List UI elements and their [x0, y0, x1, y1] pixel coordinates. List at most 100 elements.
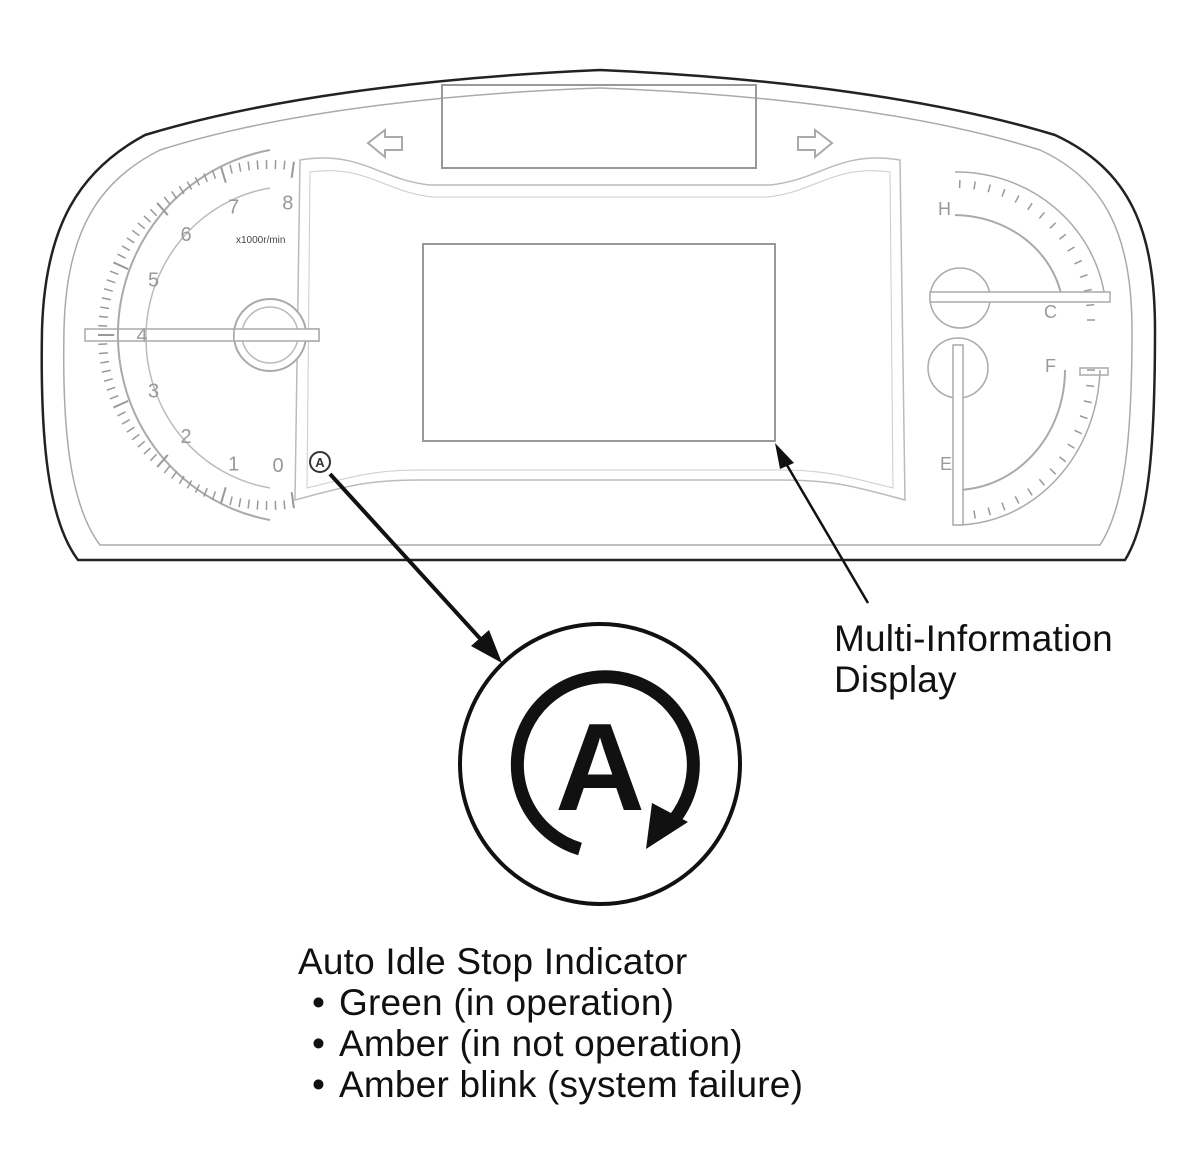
- gauge-tick: [220, 166, 227, 184]
- gauge-tick: [186, 181, 193, 190]
- gauge-tick: [109, 270, 119, 276]
- indicator-title: Auto Idle Stop Indicator: [298, 941, 688, 982]
- temperature-gauge: H C: [929, 171, 1111, 329]
- gauge-tick: [163, 196, 171, 205]
- svg-text:A: A: [315, 455, 325, 470]
- indicator-state-item: Green (in operation): [312, 982, 918, 1023]
- gauge-tick: [117, 411, 126, 417]
- gauge-tick: [238, 498, 242, 508]
- gauge-tick: [178, 185, 185, 195]
- temp-cold-label: C: [1044, 302, 1057, 322]
- indicator-leader-arrowhead: [471, 630, 502, 663]
- gauge-tick: [100, 306, 110, 310]
- gauge-tick: [101, 297, 111, 301]
- gauge-tick: [194, 484, 201, 494]
- tach-number: 7: [228, 197, 239, 219]
- indicator-state-item: Amber blink (system failure): [312, 1064, 918, 1105]
- gauge-tick: [178, 475, 185, 485]
- gauge-tick: [1079, 274, 1088, 279]
- gauge-tick: [211, 491, 217, 501]
- fuel-empty-label: E: [940, 454, 952, 474]
- gauge-tick: [1067, 246, 1075, 252]
- gauge-tick: [100, 360, 110, 364]
- tach-number: 6: [180, 224, 191, 246]
- tach-number: 2: [180, 426, 191, 448]
- tach-ticks: [98, 160, 295, 510]
- fuel-outer-arc: [954, 369, 1101, 526]
- gauge-tick: [149, 208, 158, 217]
- gauge-tick: [1058, 456, 1067, 463]
- center-panel-outline: [294, 157, 906, 501]
- gauge-tick: [143, 447, 152, 455]
- right-turn-signal-icon: [797, 127, 834, 160]
- gauge-tick: [1014, 496, 1020, 504]
- gauge-tick: [220, 486, 227, 504]
- gauge-tick: [1027, 488, 1033, 496]
- tach-unit-label: x1000r/min: [236, 235, 285, 246]
- gauge-tick: [1049, 468, 1057, 475]
- gauge-tick: [1038, 211, 1046, 219]
- tach-outer-arc: [116, 149, 271, 521]
- mid-label-line2: Display: [834, 659, 957, 700]
- indicator-leader-arrow: [328, 472, 498, 658]
- gauge-tick: [203, 487, 208, 497]
- temp-ticks: [958, 180, 1095, 321]
- left-turn-signal-icon: [366, 127, 403, 160]
- gauge-tick: [103, 378, 113, 382]
- gauge-tick: [163, 465, 171, 474]
- indicator-arc-icon: [510, 670, 700, 856]
- gauge-tick: [186, 480, 193, 489]
- gauge-tick: [987, 184, 991, 193]
- gauge-tick: [113, 399, 129, 409]
- gauge-tick: [103, 288, 113, 292]
- tach-number: 0: [272, 455, 283, 477]
- tach-number: 1: [228, 453, 239, 475]
- gauge-tick: [143, 215, 152, 223]
- gauge-tick: [137, 440, 146, 448]
- gauge-tick: [101, 369, 111, 373]
- gauge-tick: [171, 470, 178, 479]
- gauge-tick: [1014, 195, 1020, 203]
- fuel-gauge: F E: [927, 337, 1109, 526]
- gauge-tick: [283, 160, 286, 170]
- gauge-tick: [1001, 502, 1006, 511]
- multi-information-display: [422, 243, 776, 442]
- fuel-needle: [952, 344, 964, 526]
- gauge-tick: [1083, 400, 1092, 404]
- gauge-tick: [283, 500, 286, 510]
- fuel-full-label: F: [1045, 356, 1056, 376]
- gauge-tick: [1038, 478, 1046, 486]
- tach-inner-arc: [145, 187, 271, 489]
- gauge-tick: [987, 507, 991, 516]
- fuel-ticks: [958, 369, 1095, 520]
- gauge-tick: [109, 394, 119, 400]
- gauge-tick: [1027, 202, 1033, 211]
- gauge-tick: [229, 164, 233, 174]
- gauge-tick: [256, 500, 259, 510]
- gauge-tick: [156, 202, 169, 216]
- gauge-tick: [973, 181, 976, 190]
- tach-number: 5: [148, 269, 159, 291]
- gauge-tick: [131, 229, 140, 237]
- gauge-tick: [290, 492, 295, 509]
- gauge-tick: [194, 176, 201, 186]
- gauge-tick: [126, 237, 135, 244]
- mid-leader-arrowhead: [775, 443, 794, 469]
- gauge-tick: [1049, 222, 1057, 229]
- gauge-tick: [247, 161, 250, 171]
- cluster-bezel-inner: [62, 87, 1133, 546]
- auto-idle-stop-legend: Auto Idle Stop Indicator Green (in opera…: [298, 941, 918, 1105]
- mid-label-line1: Multi-Information: [834, 618, 1113, 659]
- gauge-tick: [290, 161, 295, 178]
- temp-hot-label: H: [938, 199, 951, 219]
- temp-outer-arc: [954, 171, 1106, 299]
- gauge-tick: [211, 169, 217, 179]
- gauge-tick: [117, 253, 126, 259]
- gauge-tick: [238, 162, 242, 172]
- gauge-tick: [1074, 259, 1083, 265]
- gauge-tick: [121, 245, 131, 252]
- indicator-state-list: Green (in operation) Amber (in not opera…: [298, 982, 918, 1105]
- center-panel-outline-inner: [306, 170, 894, 489]
- top-display-window: [441, 84, 757, 169]
